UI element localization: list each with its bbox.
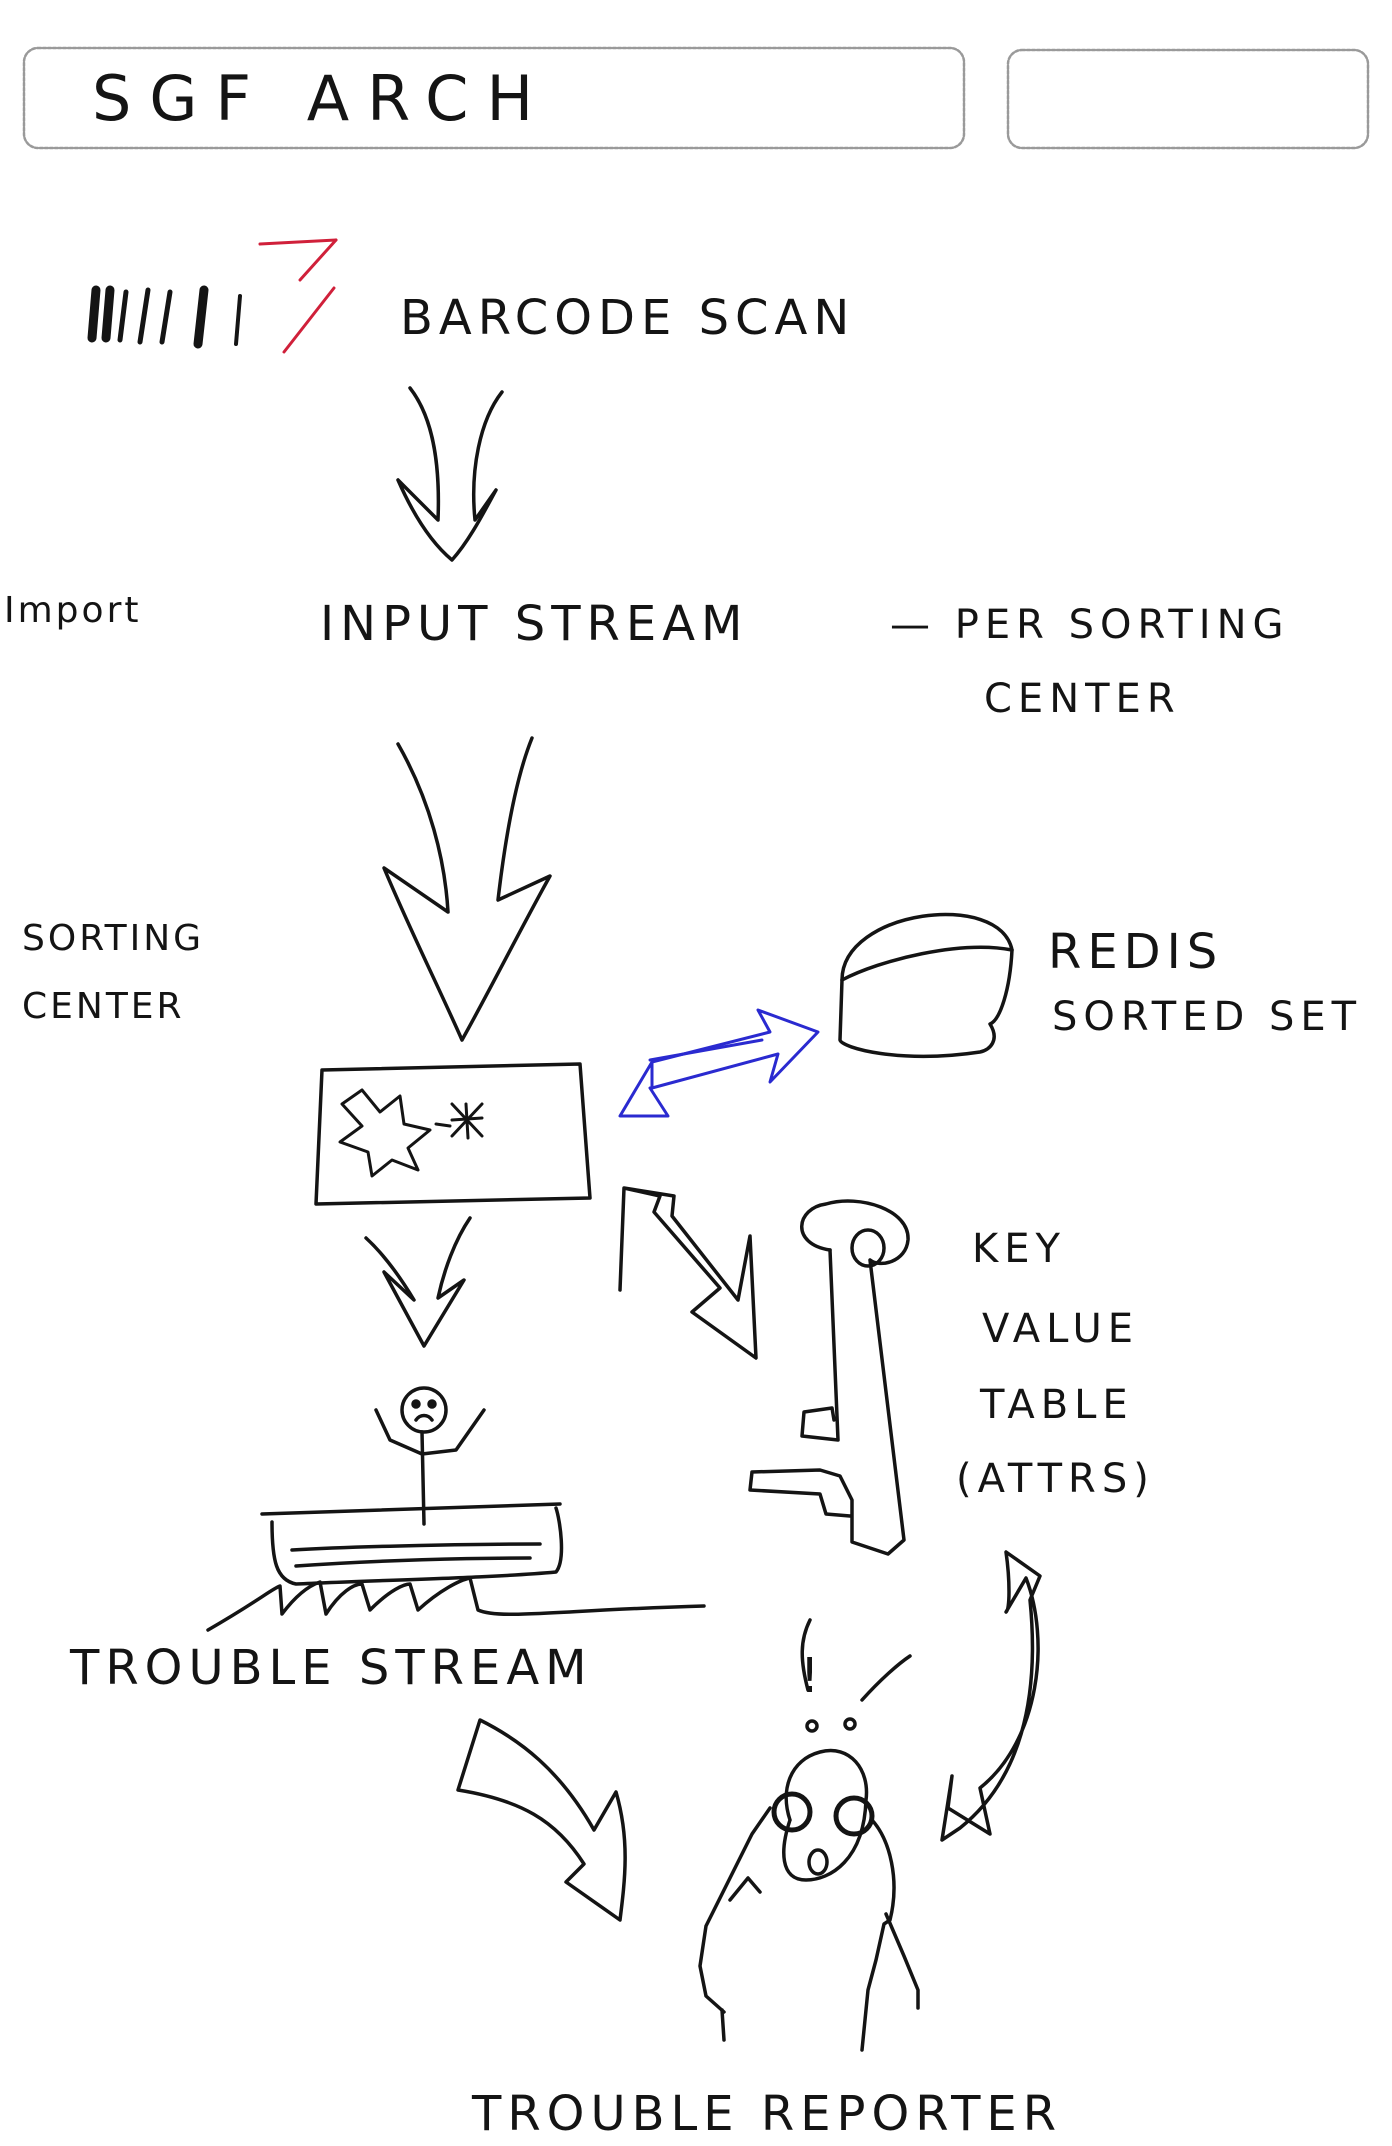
surprised-person-icon: [698, 1618, 920, 2052]
arrow-barcode-to-input: [396, 386, 504, 562]
drowning-person-icon: [206, 1386, 706, 1632]
arrow-processor-to-trouble: [364, 1216, 472, 1348]
trouble-reporter-label: TROUBLE REPORTER: [472, 2086, 1063, 2142]
sorting-center-label-1: SORTING: [22, 918, 205, 959]
import-label: Import: [4, 590, 142, 631]
kv-label-table: TABLE: [980, 1382, 1134, 1428]
exclaim-mark: !: [800, 1648, 820, 1704]
arrow-processor-to-kv: [618, 1186, 758, 1360]
input-stream-label: INPUT STREAM: [320, 596, 749, 652]
redis-label: REDIS: [1048, 924, 1224, 980]
arrow-input-to-processor: [382, 736, 552, 1042]
title-frame: [22, 46, 966, 150]
processor-icon: [314, 1062, 592, 1206]
sorting-center-label-2: CENTER: [22, 986, 185, 1027]
redis-double-arrow: [618, 1008, 820, 1118]
page-title: SGF ARCH: [92, 62, 552, 135]
kv-label-value: VALUE: [982, 1306, 1140, 1352]
kv-label-key: KEY: [972, 1226, 1066, 1272]
key-icon: [748, 1199, 910, 1556]
per-sorting-center-label: — PER SORTING: [890, 602, 1290, 648]
kv-label-attrs: (ATTRS): [956, 1456, 1155, 1502]
arrow-kv-to-reporter: [940, 1550, 1042, 1842]
red-mark: [258, 238, 338, 354]
arrow-trouble-to-reporter: [456, 1718, 627, 1922]
barcode-scan-label: BARCODE SCAN: [400, 290, 856, 346]
database-icon: [838, 912, 1014, 1059]
barcode-icon: [87, 285, 242, 349]
title-frame-right: [1006, 48, 1370, 150]
per-sorting-center-label-2: CENTER: [984, 676, 1181, 722]
trouble-stream-label: TROUBLE STREAM: [70, 1640, 593, 1696]
redis-sorted-set-label: SORTED SET: [1052, 994, 1363, 1040]
